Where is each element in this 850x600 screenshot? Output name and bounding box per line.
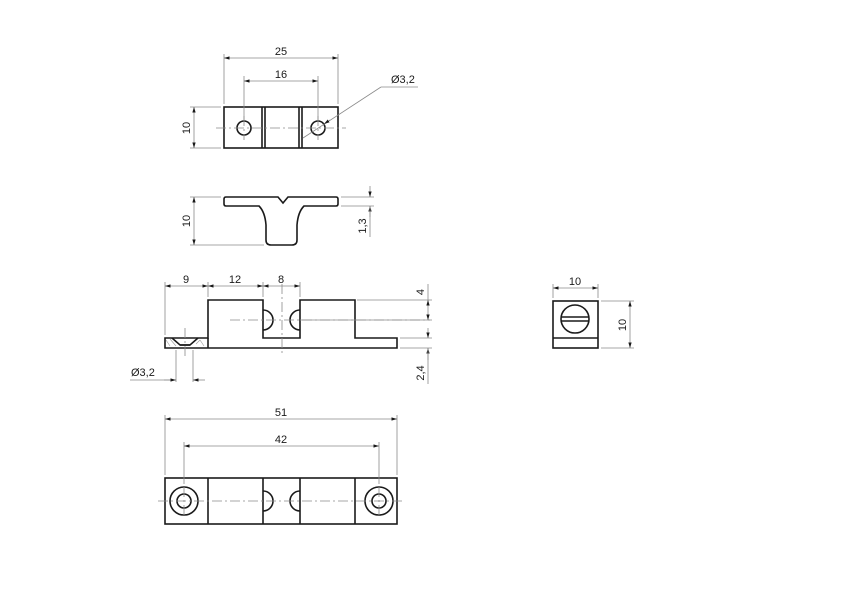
dim-gap-width: 8 bbox=[278, 274, 284, 286]
dim-overall-length: 51 bbox=[275, 407, 287, 419]
end-view: 10 10 bbox=[552, 276, 634, 349]
dim-block-width: 12 bbox=[229, 274, 241, 286]
dim-end-width: 10 bbox=[569, 276, 581, 288]
dim-edge-to-block: 9 bbox=[183, 274, 189, 286]
dim-countersink-diameter: Ø3,2 bbox=[131, 367, 155, 379]
dim-hole-diameter: Ø3,2 bbox=[391, 74, 415, 86]
bottom-view: 51 42 bbox=[158, 407, 405, 525]
profile-view: 10 1,3 bbox=[181, 186, 374, 246]
ball-icon bbox=[560, 304, 590, 334]
top-view: 25 16 10 Ø3,2 bbox=[181, 46, 418, 149]
dim-base-thickness: 2,4 bbox=[415, 365, 427, 380]
dim-profile-height: 10 bbox=[181, 215, 193, 227]
front-view: 9 12 8 4 2,4 Ø3,2 bbox=[130, 274, 432, 384]
dim-end-height: 10 bbox=[617, 319, 629, 331]
dim-height: 10 bbox=[181, 122, 193, 134]
dim-flange-thickness: 1,3 bbox=[357, 218, 369, 233]
dim-ball-offset: 4 bbox=[415, 289, 427, 295]
dim-bottom-hole-spacing: 42 bbox=[275, 434, 287, 446]
dim-overall-width: 25 bbox=[275, 46, 287, 58]
dim-hole-spacing: 16 bbox=[275, 69, 287, 81]
